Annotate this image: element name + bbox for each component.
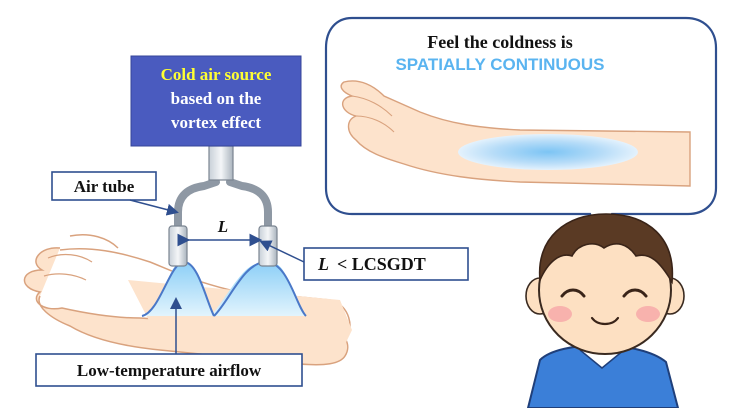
condition-rest: < LCSGDT: [337, 254, 426, 274]
airflow-label-box: [35, 353, 303, 387]
bubble-line-1: Feel the coldness is: [427, 32, 573, 52]
distance-symbol: L: [217, 217, 228, 236]
condition-pointer: [259, 240, 305, 263]
cold-air-source-box: Cold air source based on the vortex effe…: [130, 55, 302, 147]
source-line-1: Cold air source: [161, 65, 272, 84]
air-tube-pointer: [129, 199, 179, 216]
source-line-2: based on the: [171, 89, 262, 108]
cold-spot: [458, 134, 638, 170]
condition-label-box: [303, 247, 469, 281]
source-line-3: vortex effect: [171, 113, 261, 132]
bubble-line-2: SPATIALLY CONTINUOUS: [395, 55, 604, 74]
air-tube-assembly: [168, 145, 278, 267]
airflow-label: Low-temperature airflow: [77, 361, 262, 380]
air-tube-label-box: [51, 171, 157, 201]
airflow-cones: [141, 260, 307, 317]
condition-label: L < LCSGDT: [317, 254, 426, 274]
air-tube-label: Air tube: [74, 177, 135, 196]
boy-character: [525, 213, 685, 408]
speech-bubble: Feel the coldness is SPATIALLY CONTINUOU…: [324, 16, 718, 239]
condition-symbol: L: [317, 254, 329, 274]
bubble-forearm: [340, 80, 691, 187]
